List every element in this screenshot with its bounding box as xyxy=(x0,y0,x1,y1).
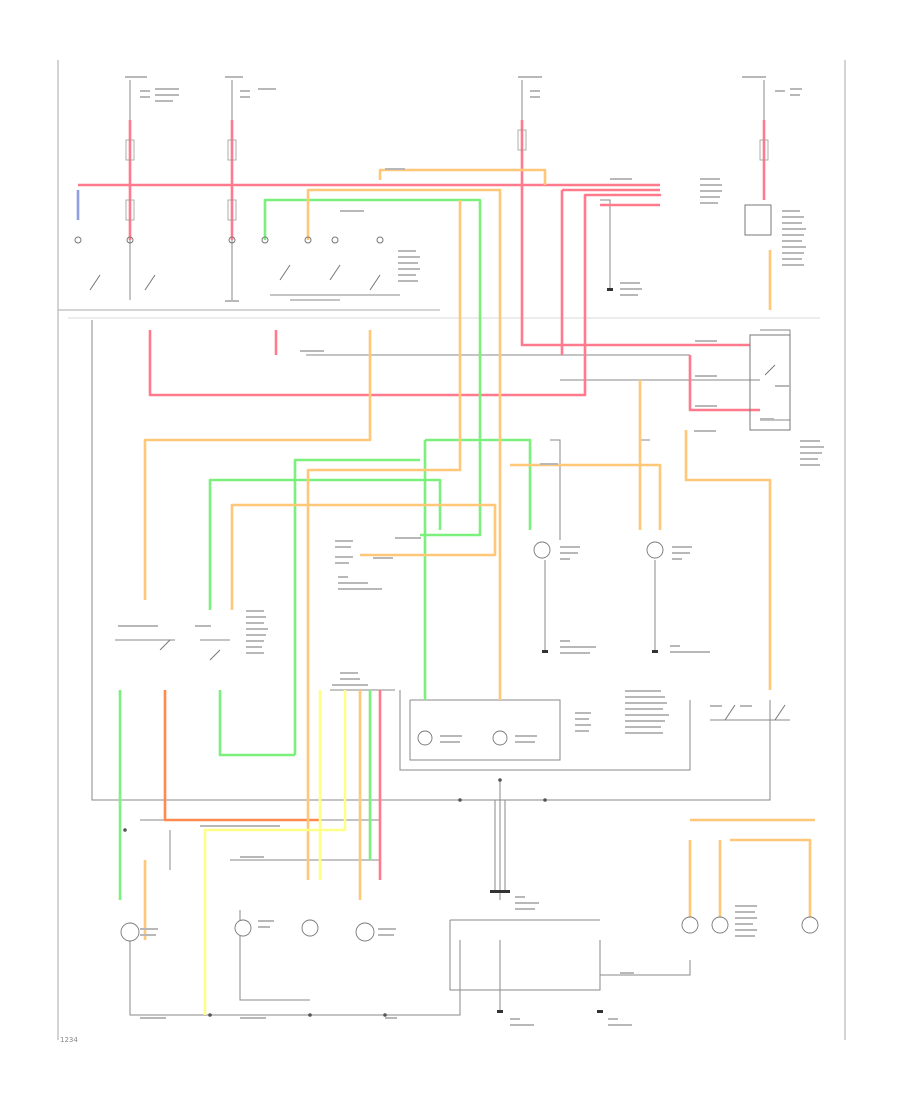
orange-wires xyxy=(143,168,815,940)
green-wires xyxy=(118,198,532,900)
ground-symbols xyxy=(490,288,658,1013)
yellow-wires xyxy=(203,690,347,1015)
diagram-footer-code: 1234 xyxy=(60,1036,78,1044)
switch-contacts xyxy=(74,204,791,721)
fuse-symbols xyxy=(125,129,769,221)
frame-lines xyxy=(57,60,846,1040)
junction-dots xyxy=(123,778,547,1017)
lamps xyxy=(120,541,819,942)
illegible-labels xyxy=(118,76,824,1026)
